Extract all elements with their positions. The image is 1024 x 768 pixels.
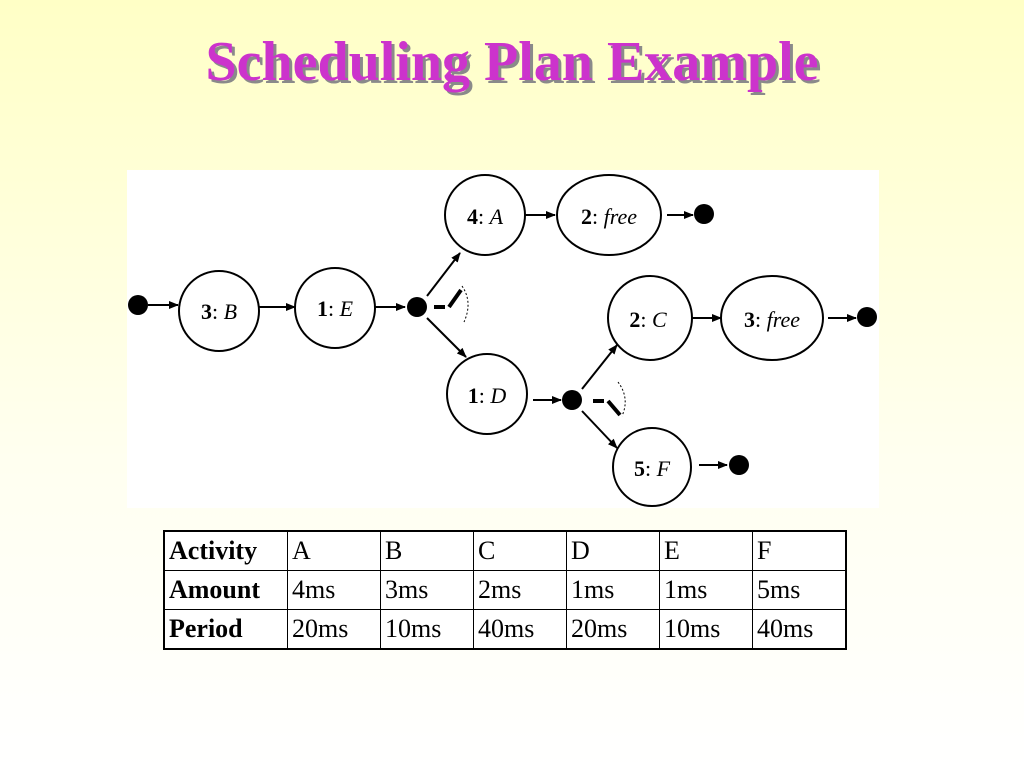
table-cell: 20ms bbox=[566, 609, 660, 650]
end-dot-1 bbox=[694, 204, 714, 224]
end-dot-3 bbox=[729, 455, 749, 475]
slide-title: Scheduling Plan Example bbox=[205, 31, 819, 93]
node-a: 4: A bbox=[444, 174, 526, 256]
svg-text:4: A: 4: A bbox=[467, 204, 504, 229]
end-dot-2 bbox=[857, 307, 877, 327]
table-cell: 1ms bbox=[566, 570, 660, 610]
svg-text:1: E: 1: E bbox=[317, 296, 354, 321]
edge-branch-a bbox=[426, 252, 461, 297]
table-cell: 2ms bbox=[473, 570, 567, 610]
table-cell: 10ms bbox=[659, 609, 753, 650]
table-cell: 40ms bbox=[752, 609, 847, 650]
branch-dot-2 bbox=[562, 390, 582, 410]
table-cell: 10ms bbox=[380, 609, 474, 650]
table-cell: 20ms bbox=[287, 609, 381, 650]
node-free-1: 2: free bbox=[556, 174, 662, 256]
edge-branch-f bbox=[581, 410, 618, 449]
table-header-cell: B bbox=[380, 530, 474, 571]
table-row-period: Period 20ms 10ms 40ms 20ms 10ms 40ms bbox=[163, 609, 847, 650]
table-cell: 3ms bbox=[380, 570, 474, 610]
table-row-amount: Amount 4ms 3ms 2ms 1ms 1ms 5ms bbox=[163, 570, 847, 610]
node-e: 1: E bbox=[294, 267, 376, 349]
choice-switch-icon-1 bbox=[434, 285, 469, 323]
row-label: Amount bbox=[163, 570, 288, 610]
svg-text:1: D: 1: D bbox=[468, 383, 507, 408]
table-header-cell: F bbox=[752, 530, 847, 571]
table-header-cell: Activity bbox=[163, 530, 288, 571]
table-cell: 1ms bbox=[659, 570, 753, 610]
node-free-2: 3: free bbox=[720, 275, 824, 361]
node-d: 1: D bbox=[446, 353, 528, 435]
scheduling-graph: 3: B 1: E 4: A 2: free bbox=[127, 170, 879, 508]
table-cell: 40ms bbox=[473, 609, 567, 650]
node-c: 2: C bbox=[607, 275, 693, 361]
start-dot bbox=[128, 295, 148, 315]
table-header-cell: C bbox=[473, 530, 567, 571]
node-b: 3: B bbox=[178, 270, 260, 352]
table-cell: 5ms bbox=[752, 570, 847, 610]
choice-switch-icon-2 bbox=[593, 381, 626, 417]
svg-text:5: F: 5: F bbox=[634, 456, 671, 481]
branch-dot-1 bbox=[407, 297, 427, 317]
svg-text:3: B: 3: B bbox=[201, 299, 237, 324]
edge-branch-d bbox=[426, 317, 467, 358]
activity-table: Activity A B C D E F Amount 4ms 3ms 2ms … bbox=[163, 530, 847, 650]
svg-text:2: free: 2: free bbox=[581, 204, 637, 229]
svg-text:2: C: 2: C bbox=[629, 307, 667, 332]
row-label: Period bbox=[163, 609, 288, 650]
table-header-cell: E bbox=[659, 530, 753, 571]
table-header-cell: D bbox=[566, 530, 660, 571]
table-cell: 4ms bbox=[287, 570, 381, 610]
edge-branch-c bbox=[581, 344, 618, 390]
svg-text:3: free: 3: free bbox=[744, 307, 800, 332]
table-header-row: Activity A B C D E F bbox=[163, 530, 847, 571]
node-f: 5: F bbox=[612, 427, 692, 507]
table-header-cell: A bbox=[287, 530, 381, 571]
